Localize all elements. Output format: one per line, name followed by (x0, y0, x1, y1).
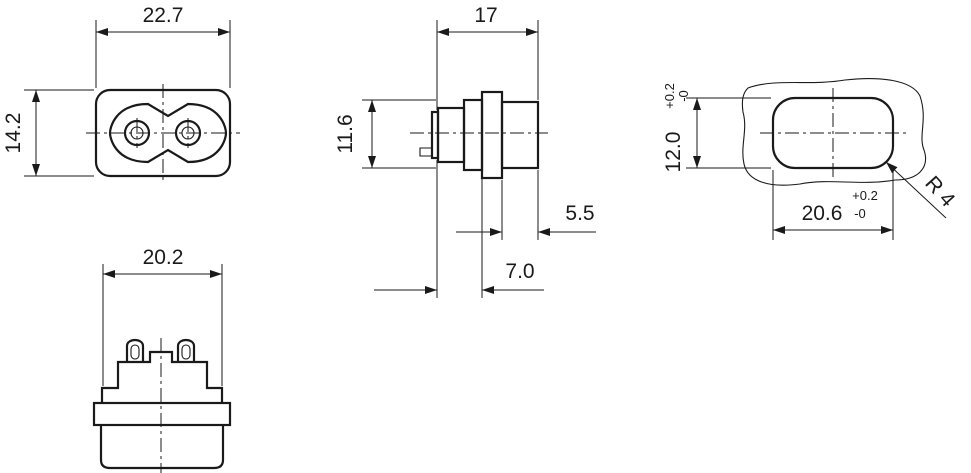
dimension-cutout-height: 12.0 +0.2 -0 (662, 83, 771, 172)
dimension-bottom-width: 20.2 (102, 246, 223, 386)
dimension-cutout-width: 20.6 +0.2 -0 (772, 170, 894, 240)
dimension-side-height: 11.6 (334, 99, 436, 169)
cutout-width-tol-upper: +0.2 (852, 188, 878, 203)
front-width-label: 22.7 (143, 4, 184, 27)
dimension-side-depth: 17 (436, 4, 539, 110)
bottom-view (92, 338, 232, 473)
side-height-label: 11.6 (334, 114, 357, 153)
side-flange-gap-label: 5.5 (565, 202, 594, 225)
cutout-height-tol-lower: -0 (676, 90, 691, 102)
cutout-height-tol-upper: +0.2 (662, 83, 677, 109)
side-pin-length-label: 7.0 (505, 260, 534, 283)
bottom-width-label: 20.2 (143, 246, 184, 269)
dimension-side-pin-length: 7.0 (374, 160, 544, 298)
dimension-front-width: 22.7 (95, 4, 231, 88)
cutout-radius-label: R 4 (920, 172, 959, 212)
front-view (86, 84, 240, 182)
cutout-width-tol-lower: -0 (854, 206, 866, 221)
side-view (410, 90, 548, 180)
side-depth-label: 17 (474, 4, 497, 27)
cutout-height-label: 12.0 (662, 132, 685, 173)
front-height-label: 14.2 (2, 113, 25, 154)
panel-cutout-view (741, 78, 926, 186)
dimension-front-height: 14.2 (2, 89, 94, 177)
cutout-width-label: 20.6 (802, 202, 843, 225)
dimension-cutout-radius: R 4 (885, 161, 960, 219)
dimension-side-flange-gap: 5.5 (456, 170, 596, 240)
